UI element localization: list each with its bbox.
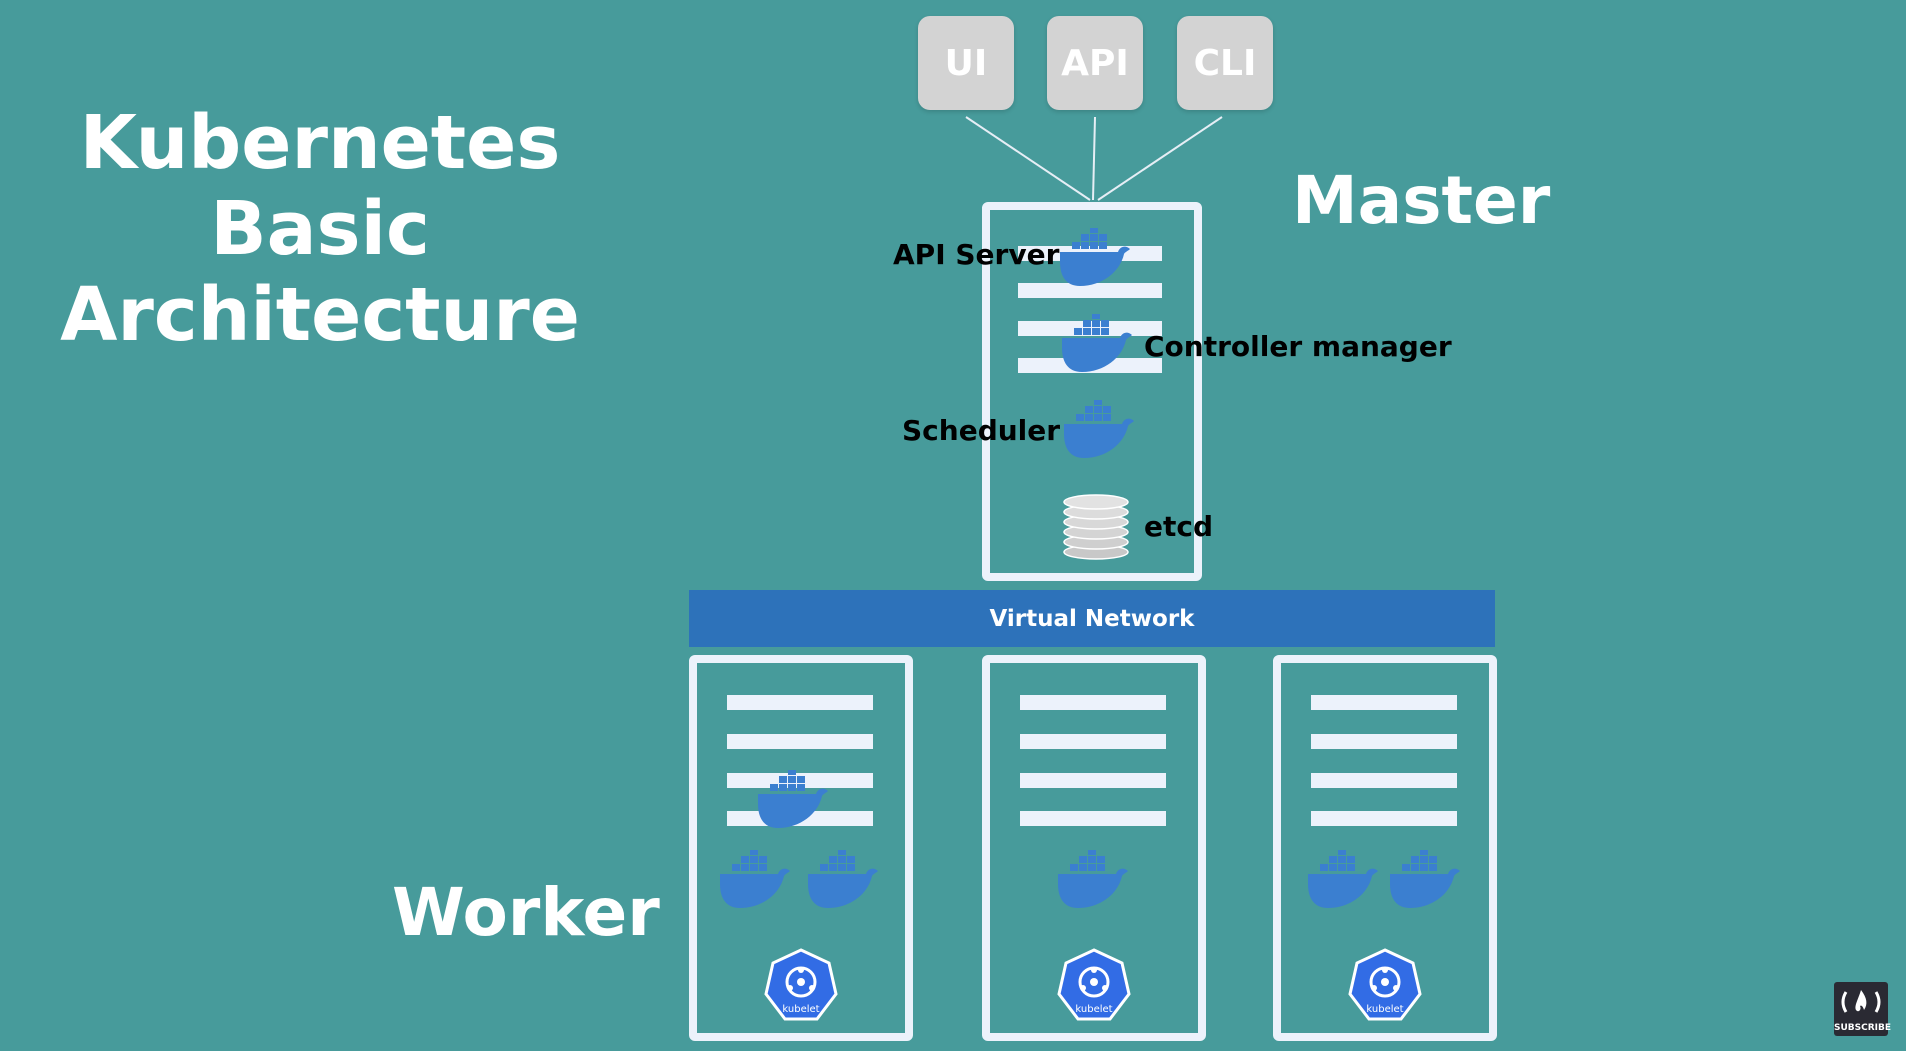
server-slot (1311, 773, 1457, 788)
subscribe-button[interactable]: SUBSCRIBE (1834, 982, 1892, 1036)
server-slot (1020, 773, 1166, 788)
title-line-1: Kubernetes (79, 100, 561, 186)
scheduler-docker-icon (1060, 400, 1138, 460)
api-connector-line (1092, 116, 1096, 201)
client-api-box: API (1047, 16, 1143, 110)
worker-node-1 (689, 655, 913, 1041)
pod-docker-icon (716, 850, 794, 910)
pod-docker-icon (1386, 850, 1464, 910)
kubelet-icon (1347, 948, 1423, 1024)
virtual-network-label: Virtual Network (989, 605, 1195, 632)
server-slot (727, 695, 873, 710)
server-slot (1311, 695, 1457, 710)
client-cli-box: CLI (1177, 16, 1273, 110)
controller-manager-docker-icon (1058, 314, 1136, 374)
server-slot (1020, 811, 1166, 826)
worker-node-3 (1273, 655, 1497, 1041)
pod-docker-icon (804, 850, 882, 910)
scheduler-label: Scheduler (902, 414, 1061, 447)
virtual-network-bar: Virtual Network (689, 590, 1495, 647)
cli-connector-line (1097, 116, 1223, 201)
kubelet-icon (1056, 948, 1132, 1024)
pod-docker-icon (1054, 850, 1132, 910)
etcd-label: etcd (1144, 510, 1214, 543)
worker-label: Worker (392, 874, 660, 951)
title-line-3: Architecture (60, 272, 580, 358)
controller-manager-label: Controller manager (1144, 330, 1452, 363)
server-slot (1020, 734, 1166, 749)
api-server-docker-icon (1056, 228, 1134, 288)
client-ui-box: UI (918, 16, 1014, 110)
master-label: Master (1292, 162, 1551, 239)
server-slot (727, 734, 873, 749)
subscribe-label: SUBSCRIBE (1834, 1023, 1892, 1033)
pod-docker-icon (754, 770, 832, 830)
server-slot (1311, 811, 1457, 826)
etcd-database-icon (1063, 494, 1129, 560)
pod-docker-icon (1304, 850, 1382, 910)
api-server-label: API Server (893, 238, 1060, 271)
kubelet-icon (763, 948, 839, 1024)
diagram-title: Kubernetes Basic Architecture (60, 100, 580, 358)
title-line-2: Basic (210, 186, 430, 272)
server-slot (1311, 734, 1457, 749)
worker-node-2 (982, 655, 1206, 1041)
ui-connector-line (965, 116, 1091, 201)
server-slot (1018, 283, 1162, 298)
freecodecamp-flame-icon (1841, 990, 1881, 1013)
server-slot (1020, 695, 1166, 710)
